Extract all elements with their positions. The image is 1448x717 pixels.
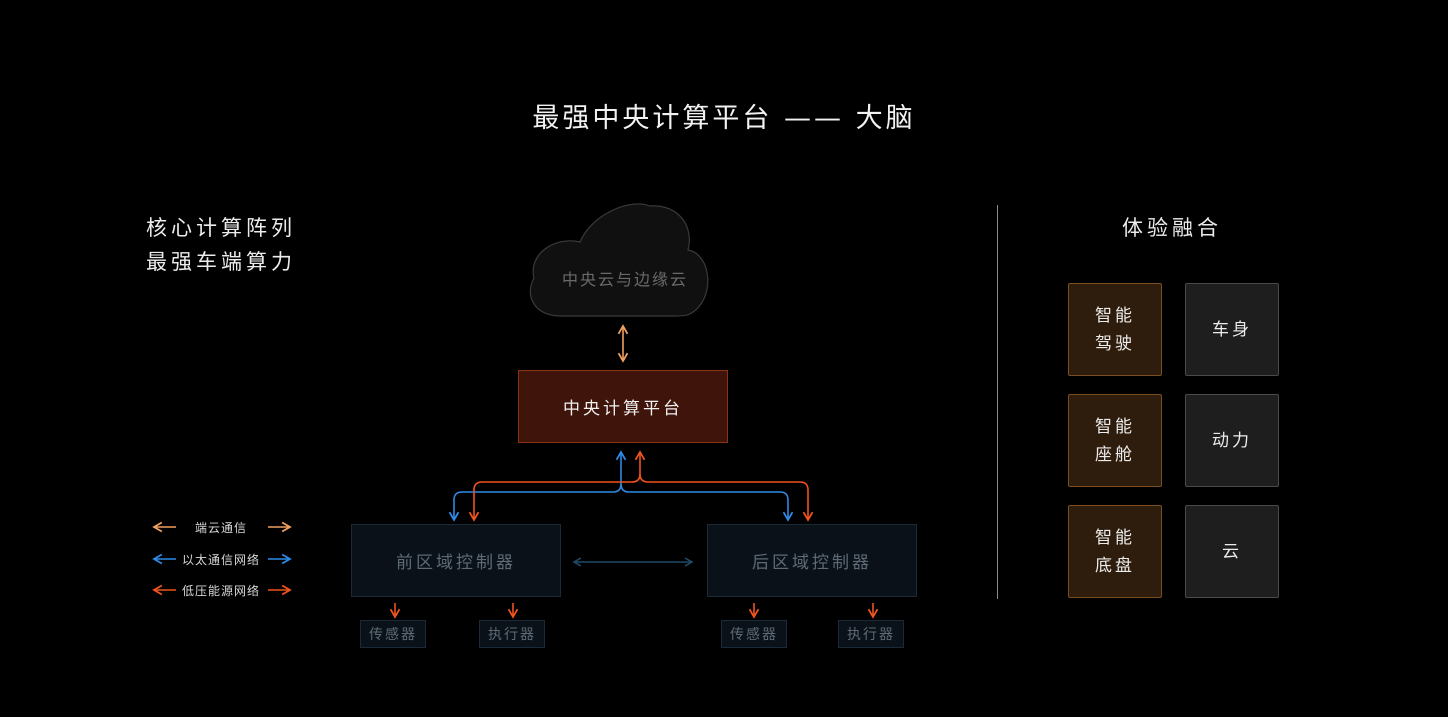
rear-actuator-node: 执行器 xyxy=(838,620,904,648)
experience-fusion-heading: 体验融合 xyxy=(1122,216,1222,240)
legend-power: 低压能源网络 xyxy=(181,584,260,598)
front-actuator-node: 执行器 xyxy=(479,620,545,648)
feature-smart-driving: 智能驾驶 xyxy=(1068,283,1162,376)
power-left-arrow xyxy=(468,450,646,522)
power-right-arrow xyxy=(639,473,814,522)
feature-line: 座舱 xyxy=(1095,444,1135,465)
rear-domain-controller: 后区域控制器 xyxy=(707,524,917,597)
central-compute-node: 中央计算平台 xyxy=(518,370,728,443)
feature-line: 智能 xyxy=(1095,527,1135,548)
left-heading-line1: 核心计算阵列 xyxy=(146,216,296,240)
feature-cloud: 云 xyxy=(1185,505,1279,598)
feature-body: 车身 xyxy=(1185,283,1279,376)
feature-line: 智能 xyxy=(1095,305,1135,326)
feature-line: 驾驶 xyxy=(1095,333,1135,354)
feature-line: 车身 xyxy=(1212,319,1252,340)
feature-line: 云 xyxy=(1222,541,1242,562)
ethernet-right-arrow xyxy=(620,483,794,522)
front-sensor-node: 传感器 xyxy=(360,620,426,648)
feature-line: 动力 xyxy=(1212,430,1252,451)
cloud-label: 中央云与边缘云 xyxy=(561,270,688,289)
front-domain-controller: 前区域控制器 xyxy=(351,524,561,597)
rear-sensor-node: 传感器 xyxy=(721,620,787,648)
legend-ethernet: 以太通信网络 xyxy=(181,553,260,567)
feature-smart-chassis: 智能底盘 xyxy=(1068,505,1162,598)
page-title: 最强中央计算平台 —— 大脑 xyxy=(532,103,916,134)
section-divider xyxy=(997,205,998,599)
feature-powertrain: 动力 xyxy=(1185,394,1279,487)
ethernet-left-arrow xyxy=(448,450,627,522)
left-heading-line2: 最强车端算力 xyxy=(146,250,296,274)
feature-smart-cockpit: 智能座舱 xyxy=(1068,394,1162,487)
feature-line: 智能 xyxy=(1095,416,1135,437)
legend-cloud-comm: 端云通信 xyxy=(194,521,247,535)
cloud-shape xyxy=(529,203,709,317)
feature-line: 底盘 xyxy=(1095,555,1135,576)
